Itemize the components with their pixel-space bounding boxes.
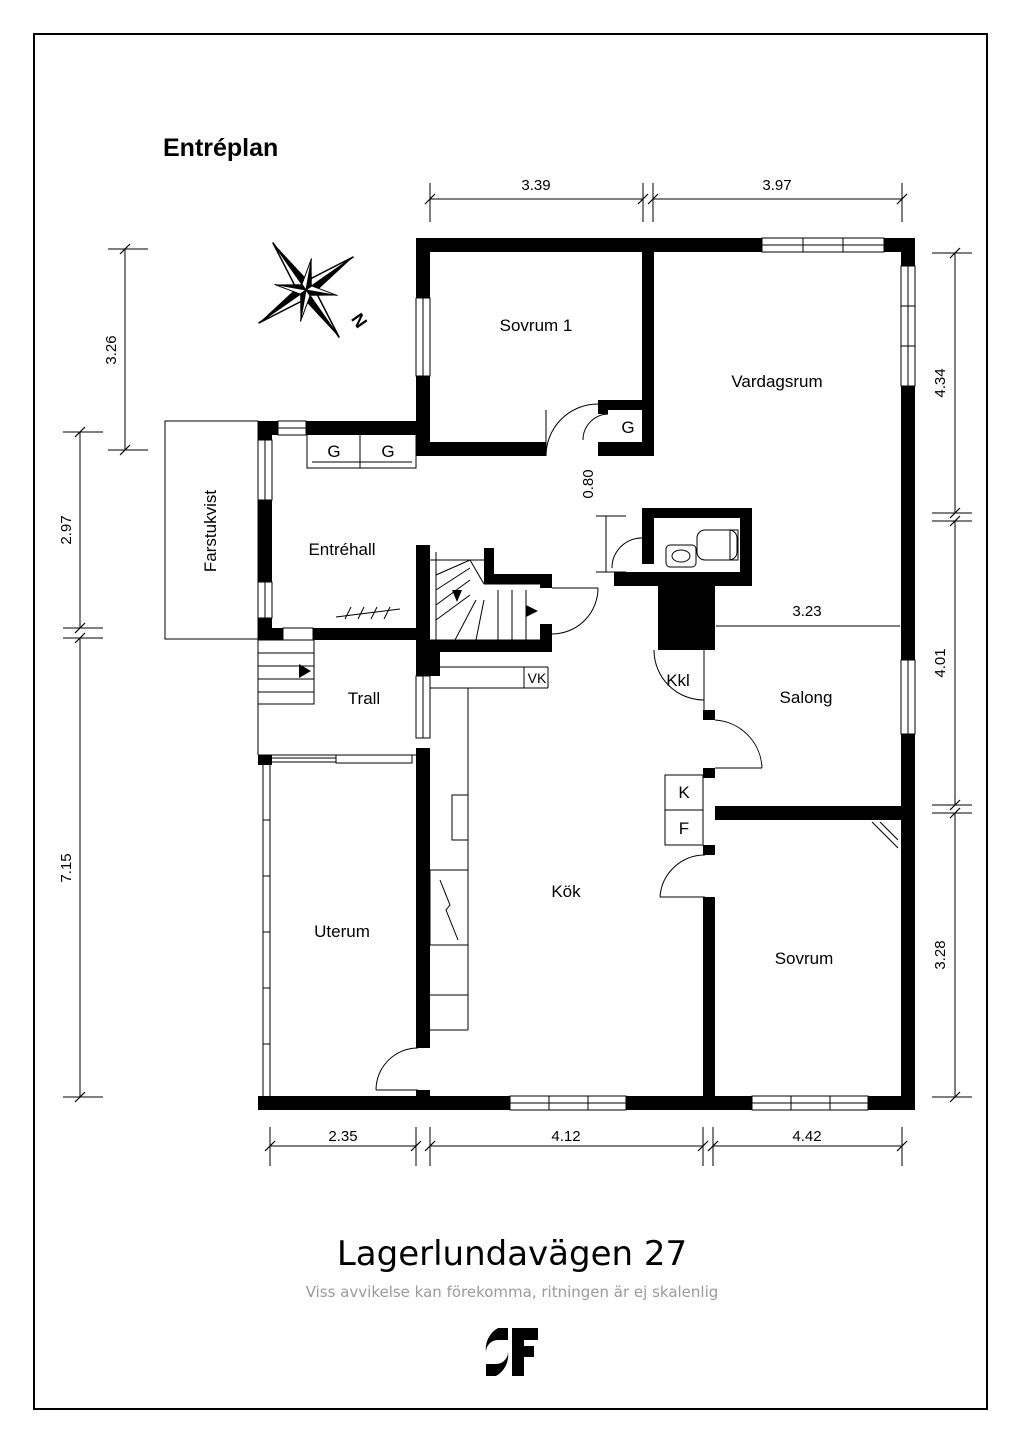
fixture-label-wardrobe: G xyxy=(381,442,394,461)
room-label-sovrum-1: Sovrum 1 xyxy=(500,316,573,335)
dim-bottom-2: 4.12 xyxy=(551,1128,580,1145)
dim-right-2: 4.01 xyxy=(932,648,949,677)
compass-north-label: N xyxy=(347,310,371,332)
fixture-label-f: F xyxy=(679,819,689,838)
dim-left-2: 2.97 xyxy=(58,515,75,544)
dim-right-1: 4.34 xyxy=(932,368,949,397)
room-label-farstukvist: Farstukvist xyxy=(201,490,220,572)
dim-salong-width: 3.23 xyxy=(792,603,821,620)
fixture-label-wardrobe: G xyxy=(621,418,634,437)
dim-door-080: 0.80 xyxy=(580,469,597,498)
room-label-trall: Trall xyxy=(348,689,380,708)
room-label-uterum: Uterum xyxy=(314,922,370,941)
plan-title: Entréplan xyxy=(163,134,279,162)
room-label-kkl: Kkl xyxy=(666,671,690,690)
dim-top-right: 3.97 xyxy=(762,177,791,194)
dim-top-left: 3.39 xyxy=(521,177,550,194)
farstukvist-porch xyxy=(164,420,259,640)
dim-left-3: 7.15 xyxy=(58,853,75,882)
windows xyxy=(257,237,916,1111)
room-label-kok: Kök xyxy=(551,882,581,901)
stair-arrow-icon xyxy=(452,590,462,602)
dimension-ticks xyxy=(74,193,961,1152)
room-label-sovrum: Sovrum xyxy=(775,949,834,968)
thin-lines xyxy=(257,433,899,1097)
dimension-lines xyxy=(63,183,972,1166)
stair-arrow-icon xyxy=(526,605,538,617)
step-arrow-icon xyxy=(299,664,311,678)
page-frame xyxy=(33,33,988,1410)
compass-icon xyxy=(258,242,354,338)
walls xyxy=(258,238,915,1110)
fixture-label-vk: VK xyxy=(528,670,547,686)
property-title: Lagerlundavägen 27 xyxy=(336,1234,688,1274)
door-swings xyxy=(375,403,763,1091)
dim-left-1: 3.26 xyxy=(103,335,120,364)
dim-bottom-1: 2.35 xyxy=(328,1128,357,1145)
sf-logo-icon xyxy=(485,1328,538,1376)
dim-bottom-3: 4.42 xyxy=(792,1128,821,1145)
room-label-vardagsrum: Vardagsrum xyxy=(731,372,822,391)
fixture-label-wardrobe: G xyxy=(327,442,340,461)
room-label-salong: Salong xyxy=(780,688,833,707)
fixture-label-k: K xyxy=(678,783,690,802)
room-label-entrehall: Entréhall xyxy=(308,540,375,559)
dim-right-3: 3.28 xyxy=(932,940,949,969)
disclaimer-text: Viss avvikelse kan förekomma, ritningen … xyxy=(305,1283,719,1301)
